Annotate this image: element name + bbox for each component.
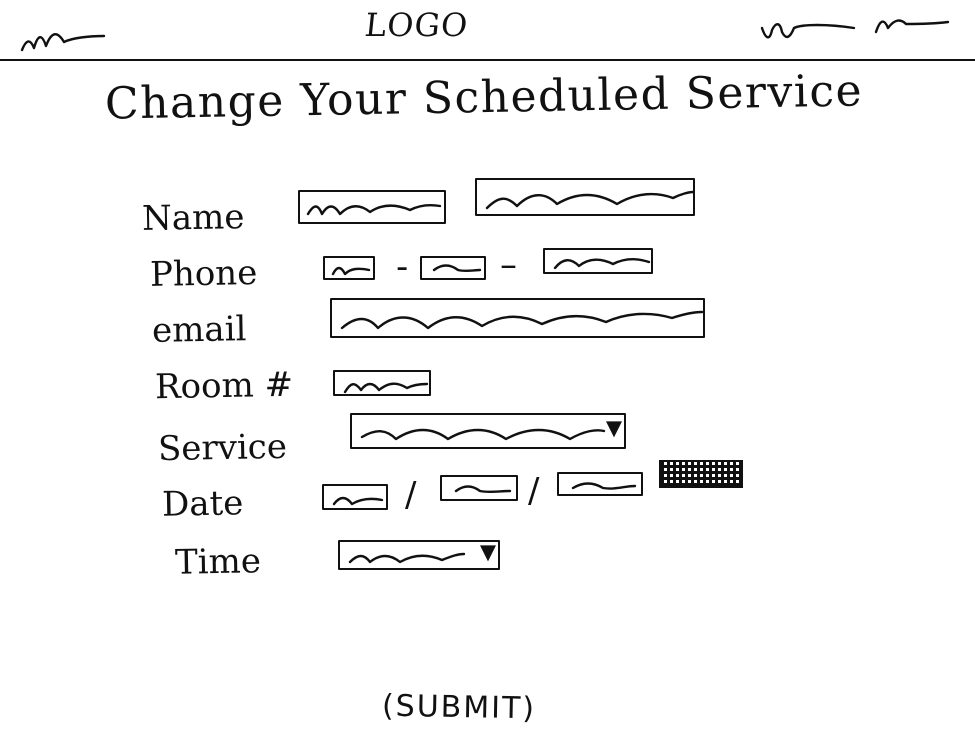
room-number-input[interactable] — [333, 370, 431, 396]
header-divider — [0, 59, 975, 61]
last-name-input[interactable] — [475, 178, 695, 216]
page-title: Change Your Scheduled Service — [104, 65, 864, 130]
service-dropdown-arrow-icon[interactable] — [606, 421, 622, 438]
email-input[interactable] — [330, 298, 705, 338]
time-label: Time — [174, 541, 262, 583]
submit-button[interactable]: (SUBMIT) — [381, 688, 537, 727]
name-label: Name — [141, 197, 245, 239]
calendar-icon[interactable] — [659, 460, 743, 488]
phone-line-input[interactable] — [543, 248, 653, 274]
time-dropdown[interactable] — [338, 540, 500, 570]
time-dropdown-arrow-icon[interactable] — [480, 545, 496, 562]
date-year-input[interactable] — [557, 472, 643, 496]
logo: LOGO — [363, 6, 471, 44]
phone-separator-2: – — [500, 245, 517, 285]
date-day-input[interactable] — [440, 475, 518, 501]
date-label: Date — [161, 483, 244, 525]
phone-prefix-input[interactable] — [420, 256, 486, 280]
date-separator-2: / — [528, 471, 540, 511]
phone-separator-1: - — [396, 247, 409, 287]
nav-link-squiggle-icon[interactable] — [758, 14, 858, 44]
room-label: Room # — [154, 364, 294, 408]
date-month-input[interactable] — [322, 484, 388, 510]
nav-link-squiggle-icon-2[interactable] — [872, 10, 952, 40]
service-label: Service — [157, 426, 288, 470]
phone-area-input[interactable] — [323, 256, 375, 280]
email-label: email — [151, 309, 247, 351]
phone-label: Phone — [149, 253, 258, 295]
header: LOGO — [0, 0, 975, 66]
date-separator-1: / — [405, 475, 417, 515]
first-name-input[interactable] — [298, 190, 446, 224]
service-dropdown[interactable] — [350, 413, 626, 449]
menu-squiggle-icon[interactable] — [18, 22, 108, 58]
